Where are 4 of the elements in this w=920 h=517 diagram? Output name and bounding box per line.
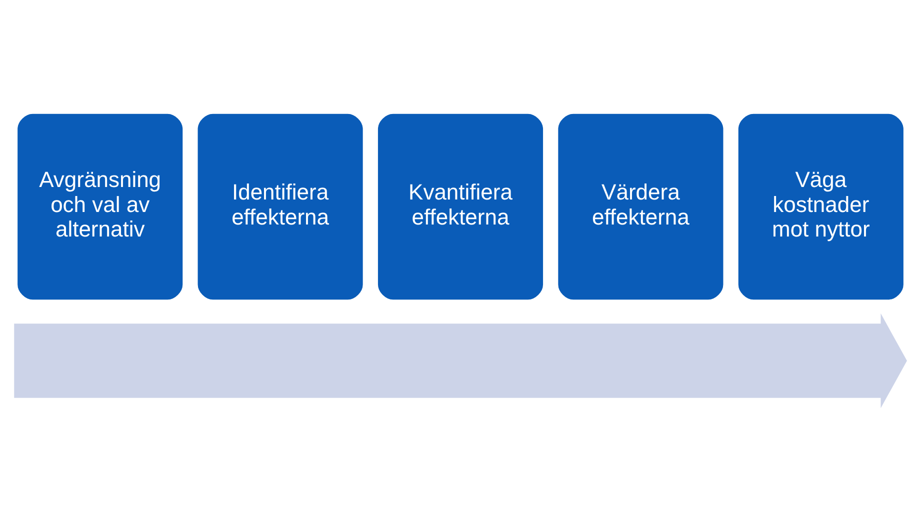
node-box: Kvantifiera effekterna	[374, 110, 546, 302]
node-arrow	[14, 312, 906, 408]
node-box: Väga kostnader mot nyttor	[735, 110, 906, 302]
node-box: Identifiera effekterna	[194, 110, 366, 302]
